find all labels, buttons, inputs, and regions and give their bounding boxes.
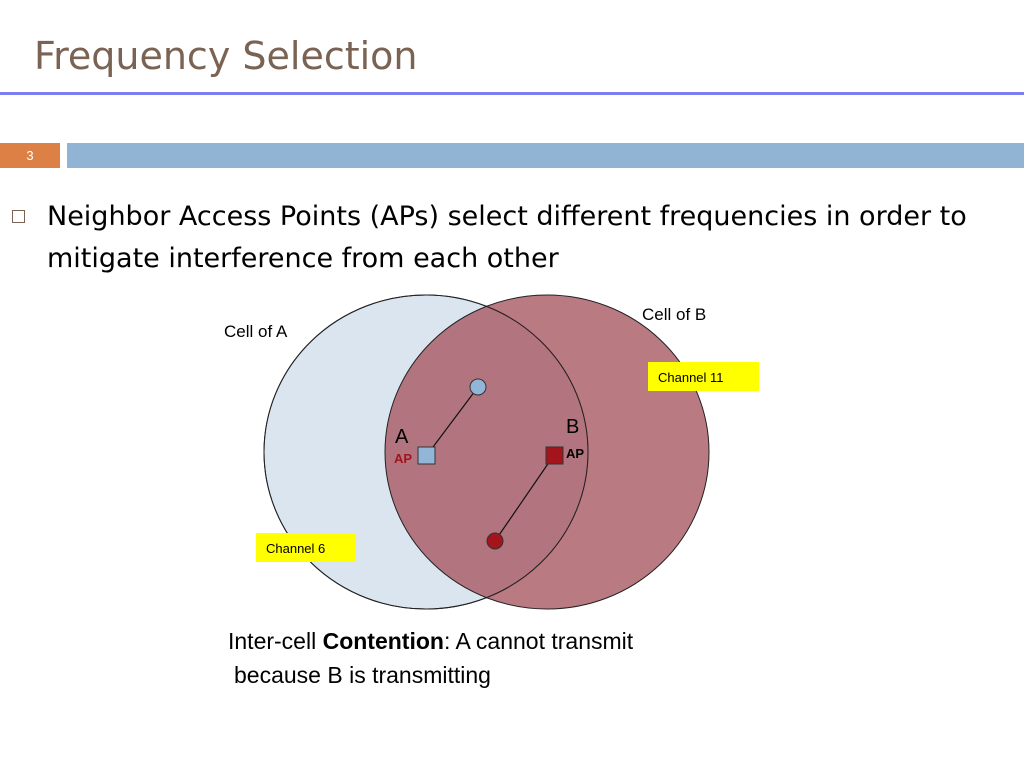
channel-a-label: Channel 6 bbox=[266, 541, 325, 556]
ap-a-letter: A bbox=[395, 426, 409, 448]
caption-keyword: Contention bbox=[322, 628, 444, 654]
slide-number: 3 bbox=[0, 143, 60, 168]
diagram-caption: Inter-cell Contention: A cannot transmit… bbox=[228, 624, 633, 692]
channel-b-label: Channel 11 bbox=[658, 370, 724, 385]
client-b-node bbox=[486, 532, 504, 550]
ap-b-tag: AP bbox=[566, 446, 584, 461]
cell-a-label: Cell of A bbox=[224, 322, 288, 341]
channel-b-box bbox=[648, 362, 759, 391]
caption-line-2: because B is transmitting bbox=[234, 662, 491, 688]
header-band bbox=[67, 143, 1024, 168]
link-b bbox=[494, 454, 555, 542]
link-a bbox=[426, 386, 479, 456]
bullet-square-icon bbox=[12, 210, 25, 223]
ap-b-letter: B bbox=[566, 416, 579, 438]
ap-b-square bbox=[545, 446, 564, 465]
bullet-text: Neighbor Access Points (APs) select diff… bbox=[47, 201, 967, 274]
ap-a-tag: AP bbox=[394, 451, 412, 466]
client-a-node bbox=[469, 378, 487, 396]
cell-b-label: Cell of B bbox=[642, 305, 706, 324]
caption-suffix: : A cannot transmit bbox=[443, 628, 634, 654]
cell-a-outline bbox=[263, 294, 589, 610]
caption-prefix: Inter-cell bbox=[228, 628, 323, 654]
slide-title: Frequency Selection bbox=[34, 34, 418, 78]
title-divider bbox=[0, 92, 1024, 95]
ap-a-square bbox=[417, 446, 436, 465]
channel-a-box bbox=[256, 533, 356, 562]
